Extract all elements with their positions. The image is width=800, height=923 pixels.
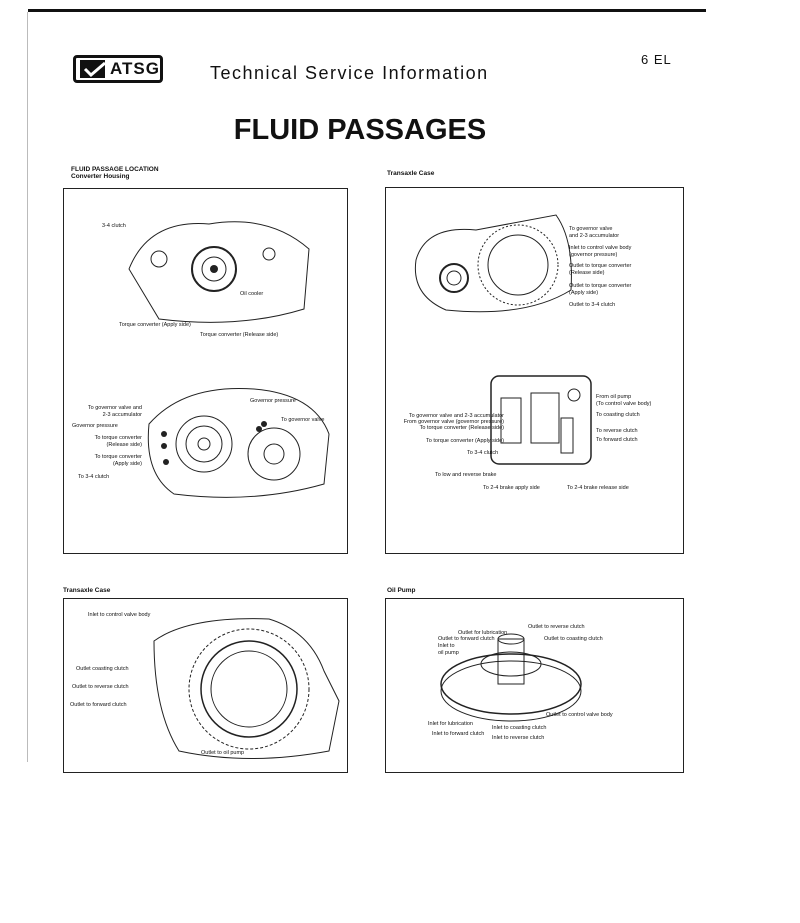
label: Inlet for lubrication: [428, 721, 473, 727]
label: To torque converter (Release side): [419, 425, 504, 431]
panel1-caption: FLUID PASSAGE LOCATION Converter Housing: [71, 166, 159, 180]
label: (Apply side): [112, 460, 142, 467]
label: To torque converter (Apply side): [426, 438, 504, 444]
caption-line: FLUID PASSAGE LOCATION: [71, 166, 159, 173]
label: Oil cooler: [240, 291, 264, 297]
panel-converter-housing: 3-4 clutch Oil cooler Torque converter (…: [63, 188, 348, 554]
label: Outlet for lubrication: [458, 630, 508, 636]
label: Inlet to coasting clutch: [492, 725, 547, 731]
label: To governor valve and: [87, 405, 142, 411]
label: Outlet to oil pump: [201, 750, 245, 756]
atsg-logo: ATSG: [73, 55, 163, 83]
label: From oil pump: [596, 394, 632, 400]
subtitle: Technical Service Information: [210, 63, 489, 83]
label: 3-4 clutch: [102, 223, 126, 229]
label: From governor valve (governor pressure): [403, 419, 504, 425]
label-group: Inlet to control valve body(governor pre…: [569, 245, 631, 258]
label: To 2-4 brake release side: [567, 485, 629, 491]
label: To 3-4 clutch: [467, 450, 499, 456]
label: To torque converter: [94, 435, 142, 441]
panel3-caption: Transaxle Case: [63, 587, 111, 594]
label: (To control valve body): [596, 400, 652, 407]
oil-pump-diagram: [440, 633, 582, 722]
label: To reverse clutch: [596, 428, 638, 434]
label: 2-3 accumulator: [102, 411, 142, 418]
label: To governor valve and 2-3 accumulator: [408, 413, 504, 419]
panel-transaxle-case-2: Inlet to control valve body Outlet coast…: [63, 598, 348, 773]
top-rule: [28, 9, 706, 12]
left-rule: [27, 12, 28, 762]
label: Outlet to control valve body: [546, 712, 613, 718]
label: To 2-4 brake apply side: [483, 485, 540, 491]
label: To torque converter: [94, 454, 142, 460]
label-group: Outlet to torque converter(Apply side): [569, 283, 631, 296]
label: To low and reverse brake: [435, 472, 497, 478]
label-group: To torque converter(Apply side): [74, 454, 142, 467]
label: Inlet to: [438, 643, 455, 649]
label: To forward clutch: [596, 437, 638, 443]
page-title: FLUID PASSAGES: [233, 114, 487, 146]
label: Governor pressure: [250, 398, 296, 404]
converter-housing-top-diagram: [128, 221, 310, 323]
converter-housing-bottom-diagram: [147, 387, 330, 498]
label: (Release side): [569, 269, 605, 276]
label: Governor pressure: [72, 423, 118, 429]
label: Outlet to reverse clutch: [72, 684, 129, 690]
label: Torque converter (Release side): [200, 332, 279, 338]
panel2-caption: Transaxle Case: [387, 170, 435, 177]
panel4-caption: Oil Pump: [387, 587, 416, 594]
label: Outlet coasting clutch: [76, 666, 129, 672]
label: oil pump: [438, 649, 459, 656]
label: Outlet to torque converter: [569, 263, 632, 269]
label: Outlet to torque converter: [569, 283, 632, 289]
label: Inlet to forward clutch: [432, 731, 485, 737]
label: Inlet to control valve body: [88, 612, 151, 618]
label: Outlet to forward clutch: [438, 636, 495, 642]
label: (Apply side): [569, 289, 599, 296]
label: To coasting clutch: [596, 412, 640, 418]
label: Outlet to reverse clutch: [528, 624, 585, 630]
transaxle-case-top-diagram: [414, 214, 572, 313]
label-group: To torque converter(Release side): [74, 435, 142, 448]
label: Outlet to coasting clutch: [544, 636, 603, 642]
label: To governor valve: [281, 417, 325, 423]
label: Outlet to 3-4 clutch: [569, 302, 616, 308]
label: Torque converter (Apply side): [119, 322, 191, 328]
label: To governor valve: [569, 226, 613, 232]
label-group: From oil pump(To control valve body): [596, 394, 651, 407]
valve-body-diagram: [490, 375, 592, 465]
label: Outlet to forward clutch: [70, 702, 127, 708]
label: Inlet to control valve body: [569, 245, 632, 251]
label: and 2-3 accumulator: [569, 232, 620, 239]
label: Inlet to reverse clutch: [492, 735, 545, 741]
page-code: 6 EL: [641, 52, 672, 67]
label: (governor pressure): [569, 251, 618, 258]
logo-text: ATSG: [110, 59, 160, 78]
label: (Release side): [106, 441, 142, 448]
label-group: Outlet to torque converter(Release side): [569, 263, 631, 276]
checkmark-icon: [80, 60, 106, 78]
caption-line: Converter Housing: [71, 173, 130, 180]
label: To 3-4 clutch: [78, 474, 110, 480]
transaxle-case-side-diagram: [153, 618, 340, 759]
panel-oil-pump: Outlet to reverse clutch Outlet for lubr…: [385, 598, 684, 773]
